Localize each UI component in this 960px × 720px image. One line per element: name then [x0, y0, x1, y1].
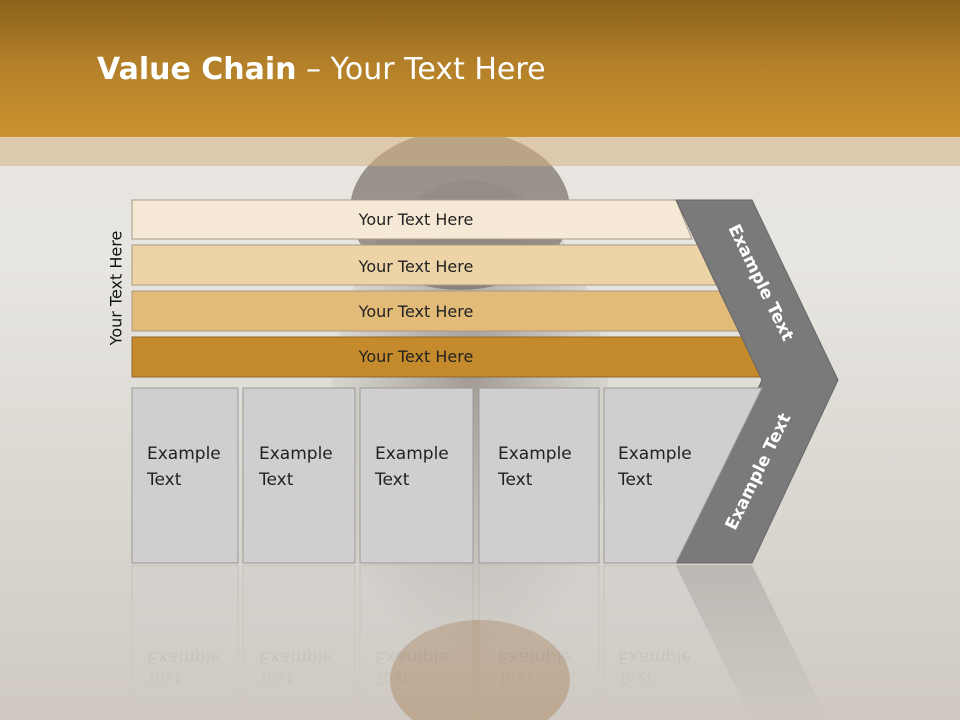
box-1-line1: Example: [147, 444, 221, 464]
reflection-text: Example: [498, 647, 572, 667]
bar-2: [131, 244, 717, 286]
box-5: [603, 387, 763, 564]
box-4-line2: Text: [497, 470, 533, 490]
bar-1-label: Your Text Here: [358, 210, 474, 229]
bar-3-label: Your Text Here: [358, 302, 474, 321]
reflection-text: Example: [618, 647, 692, 667]
reflection-text: Example: [147, 647, 221, 667]
box-1-line2: Text: [146, 470, 182, 490]
box-2-line2: Text: [258, 470, 294, 490]
box-5-line2: Text: [617, 470, 653, 490]
bar-2-label: Your Text Here: [358, 257, 474, 276]
chevron-arrow: [675, 199, 839, 564]
box-3-line1: Example: [375, 444, 449, 464]
reflection-text: Text: [146, 667, 182, 687]
box-1: [131, 387, 239, 564]
bar-4-label: Your Text Here: [358, 347, 474, 366]
box-3-line2: Text: [374, 470, 410, 490]
box-2-line1: Example: [259, 444, 333, 464]
box-2: [242, 387, 356, 564]
box-4: [478, 387, 600, 564]
reflection-text: Text: [374, 667, 410, 687]
bar-1: [131, 199, 693, 240]
title-bar-strip: [0, 137, 960, 166]
title-rest: – Your Text Here: [296, 52, 546, 87]
reflection-text: Text: [617, 667, 653, 687]
title-bold: Value Chain: [97, 52, 297, 87]
box-3: [359, 387, 474, 564]
page-title: Value Chain – Your Text Here: [97, 52, 546, 87]
reflection-text: Text: [497, 667, 533, 687]
diagram-reflection: Example Text Example Text Example Text E…: [131, 564, 829, 720]
reflection-text: Text: [258, 667, 294, 687]
box-4-line1: Example: [498, 444, 572, 464]
box-5-line1: Example: [618, 444, 692, 464]
reflection-text: Example: [259, 647, 333, 667]
reflection-text: Example: [375, 647, 449, 667]
title-bar: [0, 0, 960, 137]
